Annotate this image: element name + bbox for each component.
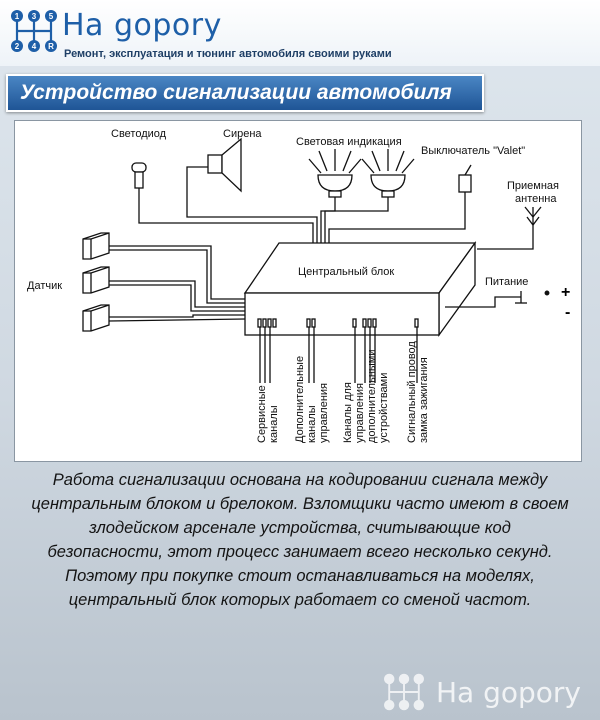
gear-digit: 4 bbox=[32, 42, 37, 51]
lamp-icon bbox=[308, 149, 362, 198]
channel-label: управления bbox=[318, 383, 330, 443]
site-name[interactable]: На gopory bbox=[62, 8, 222, 43]
central-block-label: Центральный блок bbox=[298, 266, 394, 278]
site-tagline: Ремонт, эксплуатация и тюнинг автомобиля… bbox=[64, 48, 392, 60]
channel-label: замка зажигания bbox=[418, 357, 430, 443]
gearshift-logo-icon bbox=[384, 673, 424, 711]
alarm-wiring-diagram: Светодиод Сирена Световая индикация Выкл… bbox=[27, 128, 570, 443]
gear-digit: R bbox=[48, 42, 54, 51]
channel-label: дополнительными bbox=[366, 349, 378, 443]
power-label: Питание bbox=[485, 276, 528, 288]
channel-label: Каналы для bbox=[342, 382, 354, 443]
minus-sign: - bbox=[565, 304, 570, 321]
title-banner: Устройство сигнализации автомобиля bbox=[6, 74, 484, 112]
description-text: Работа сигнализации основана на кодирова… bbox=[31, 471, 569, 609]
siren-label: Сирена bbox=[223, 128, 262, 140]
antenna-label: антенна bbox=[515, 193, 557, 205]
sensor-icon bbox=[82, 266, 110, 294]
gear-digit: 1 bbox=[15, 12, 20, 21]
footer-site-name: На gopory bbox=[436, 676, 582, 709]
sensor-icon bbox=[82, 232, 110, 260]
gear-digit: 3 bbox=[32, 12, 37, 21]
channel-label: устройствами bbox=[378, 373, 390, 443]
channel-label: каналы bbox=[306, 405, 318, 443]
sensor-icon bbox=[82, 304, 110, 332]
sensor-label: Датчик bbox=[27, 280, 62, 292]
channel-label: Сигнальный провод bbox=[406, 341, 418, 443]
central-block bbox=[243, 240, 477, 338]
gear-digit: 2 bbox=[15, 42, 20, 51]
siren-icon bbox=[207, 137, 242, 193]
led-label: Светодиод bbox=[111, 128, 167, 140]
channel-label: Дополнительные bbox=[294, 356, 306, 443]
lamp-icon bbox=[361, 149, 415, 198]
led-icon bbox=[131, 162, 147, 189]
page-title: Устройство сигнализации автомобиля bbox=[20, 81, 452, 104]
site-header: 1 3 5 2 4 R На gopory Ремонт, эксплуатац… bbox=[0, 0, 600, 66]
antenna-icon bbox=[524, 206, 542, 243]
light-indication-label: Световая индикация bbox=[296, 136, 402, 148]
plus-sign: + bbox=[561, 284, 570, 301]
channel-label: Сервисные bbox=[256, 385, 268, 443]
antenna-label: Приемная bbox=[507, 180, 559, 192]
diagram-panel: Светодиод Сирена Световая индикация Выкл… bbox=[14, 120, 582, 462]
channel-label: управления bbox=[354, 383, 366, 443]
channel-label: каналы bbox=[268, 405, 280, 443]
gear-digit: 5 bbox=[49, 12, 54, 21]
valet-switch-label: Выключатель "Valet" bbox=[421, 145, 525, 157]
valet-switch-icon bbox=[458, 164, 472, 193]
gearshift-logo-icon[interactable]: 1 3 5 2 4 R bbox=[8, 8, 60, 54]
